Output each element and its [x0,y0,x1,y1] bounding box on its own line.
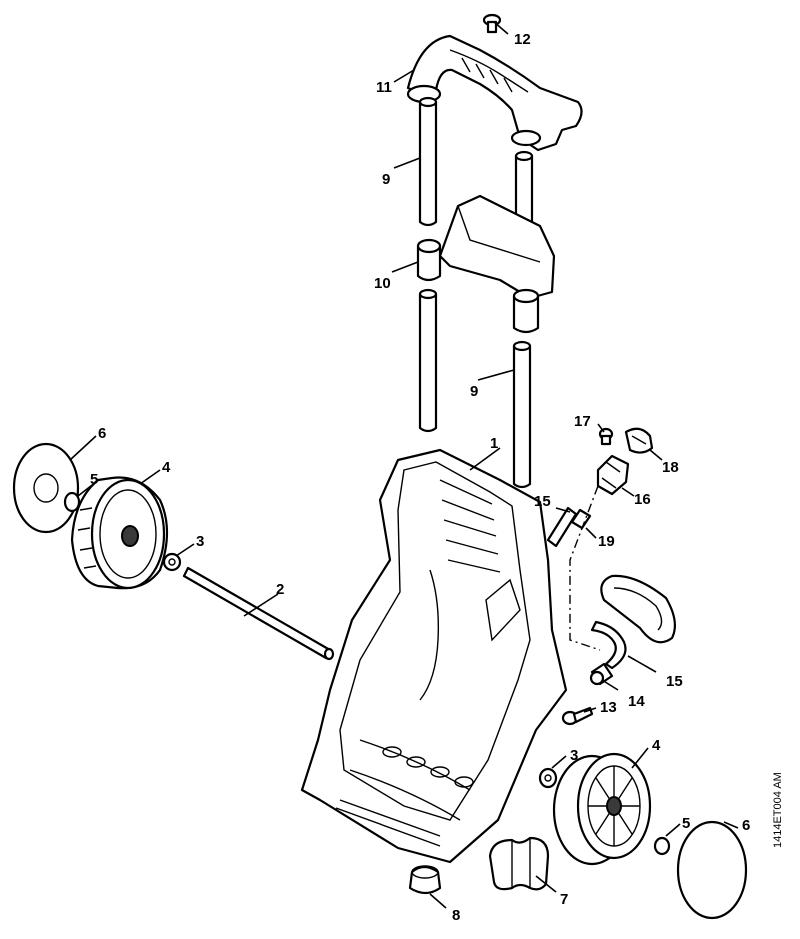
housing-part-1 [300,448,568,864]
washer-right-part-3 [538,767,558,789]
callout-16: 16 [634,491,651,508]
screw-part-12 [482,13,502,34]
coupling-part-14 [589,662,614,686]
callout-15-lower: 15 [666,673,683,690]
drawing-code: 1414ET004 AM [772,772,784,848]
clip-left-part-5 [63,491,81,513]
callout-15-upper: 15 [534,493,551,510]
knob-part-18 [624,427,654,454]
callout-8: 8 [452,907,460,924]
assembly-line [569,485,601,651]
wheel-right-part-4 [552,752,652,866]
cord-holder-part-7 [488,836,550,891]
callout-19: 19 [598,533,615,550]
washer-left-part-3 [162,552,182,572]
foot-part-8 [408,865,442,895]
callout-6-right: 6 [742,817,750,834]
fitting-part-19 [570,508,592,530]
tube-lower-right-part-9 [512,340,532,489]
callout-10: 10 [374,275,391,292]
callout-12: 12 [514,31,531,48]
handle-part-11 [406,34,583,152]
callout-4-left: 4 [162,459,171,476]
callout-11: 11 [376,79,392,96]
callout-13: 13 [600,699,617,716]
callout-17: 17 [574,413,591,430]
hose-small-part-15 [546,506,578,548]
tube-lower-left-part-9 [418,288,438,433]
callout-9-lower: 9 [470,383,478,400]
axle-part-2 [182,566,335,661]
cord-hook-tray [438,194,556,300]
tube-upper-left-part-9 [418,96,438,227]
callout-7: 7 [560,891,568,908]
leader-lines [69,21,739,909]
callout-3-left: 3 [196,533,204,550]
callout-labels: 1 2 3 4 5 6 9 10 11 9 12 13 14 15 15 16 … [90,31,750,924]
callout-4-right: 4 [652,737,661,754]
callout-1: 1 [490,435,498,452]
callout-9-upper: 9 [382,171,390,188]
callout-3-right: 3 [570,747,578,764]
callout-2: 2 [276,581,284,598]
connector-right [512,288,540,334]
callout-5-left: 5 [90,471,98,488]
clip-right-part-5 [653,836,671,856]
callout-6-left: 6 [98,425,106,442]
callout-14: 14 [628,693,645,710]
cap-left-part-6 [12,442,80,534]
wheel-left-part-4 [70,476,169,590]
connector-part-10 [416,238,442,282]
callout-18: 18 [662,459,679,476]
cap-right-part-6 [676,820,748,920]
callout-5-right: 5 [682,815,690,832]
hose-part-15 [590,574,677,670]
screw-part-17 [598,427,614,446]
